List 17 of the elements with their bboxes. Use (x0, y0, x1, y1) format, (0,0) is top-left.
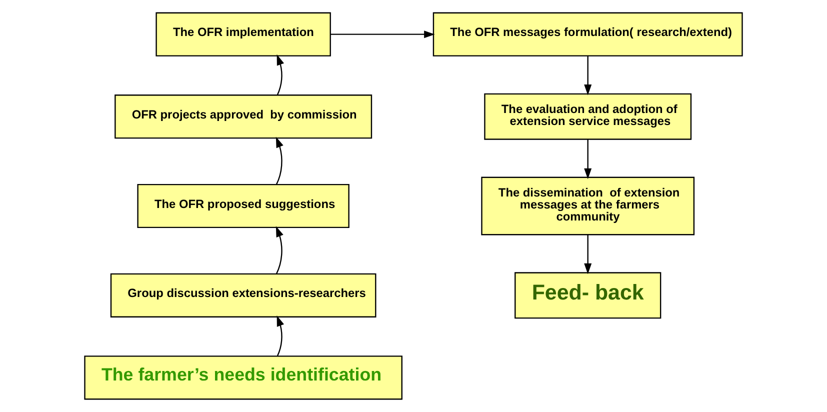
node-box: Group discussion extensions-researchers (110, 273, 376, 318)
node-box: The dissemination of extension messages at the farmers community (481, 176, 695, 236)
node-box: The farmer’s needs identification (84, 356, 402, 400)
node-box: The OFR proposed suggestions (137, 184, 350, 228)
arrow (276, 136, 284, 185)
node-box: The OFR implementation (156, 12, 331, 56)
node-box: Feed- back (514, 272, 662, 319)
node-box: The OFR messages formulation( research/extend) (432, 12, 743, 56)
arrow (584, 139, 592, 180)
arrow (330, 30, 435, 38)
arrow (276, 226, 284, 274)
node-box: OFR projects approved by commission (114, 94, 372, 139)
arrow (276, 54, 284, 95)
arrow (584, 234, 592, 274)
arrow (276, 315, 284, 356)
node-box: The evaluation and adoption of extension service messages (484, 93, 692, 140)
arrow (584, 56, 592, 96)
